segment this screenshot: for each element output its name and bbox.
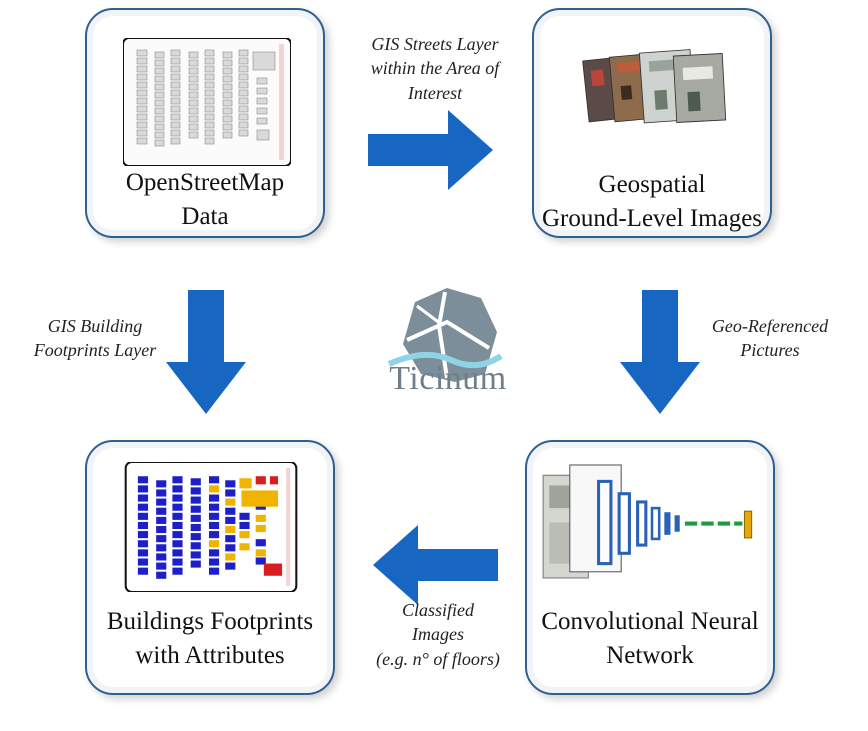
images-label-line2: Ground-Level Images bbox=[541, 204, 763, 232]
osm-label-line1: OpenStreetMap bbox=[125, 169, 285, 196]
footprints-label-line1: Buildings Footprints bbox=[106, 608, 314, 635]
cnn-label-line1: Convolutional Neural bbox=[541, 608, 759, 635]
caption-streets-line1: GIS Streets Layer bbox=[371, 34, 499, 54]
arrow-left bbox=[373, 525, 498, 605]
node-openstreetmap: OpenStreetMap Data bbox=[85, 8, 325, 238]
cnn-label-line2: Network bbox=[606, 641, 694, 669]
arrow-down-left bbox=[166, 290, 246, 414]
caption-classified-line3: (e.g. n° of floors) bbox=[376, 648, 500, 669]
caption-buildings-line2: Footprints Layer bbox=[33, 340, 157, 361]
node-building-footprints: Buildings Footprints with Attributes bbox=[85, 440, 335, 695]
osm-label: OpenStreetMap Data bbox=[87, 166, 323, 234]
caption-buildings: GIS Building Footprints Layer bbox=[20, 314, 170, 363]
arrow-right bbox=[368, 110, 493, 190]
caption-streets: GIS Streets Layer within the Area of Int… bbox=[345, 32, 525, 105]
osm-map-image bbox=[123, 38, 291, 166]
images-label-line1: Geospatial bbox=[598, 171, 706, 198]
footprints-label-line2: with Attributes bbox=[135, 641, 285, 669]
osm-label-line2: Data bbox=[181, 202, 229, 230]
caption-buildings-line1: GIS Building bbox=[47, 316, 143, 336]
caption-streets-line2: within the Area of bbox=[370, 58, 500, 79]
footprints-map-image bbox=[124, 462, 298, 592]
footprints-label: Buildings Footprints with Attributes bbox=[87, 605, 333, 673]
arrow-down-right bbox=[620, 290, 700, 414]
caption-classified-line1: Classified bbox=[401, 600, 474, 620]
ticinum-logo-text: Ticinum bbox=[389, 360, 507, 397]
caption-classified: Classified Images (e.g. n° of floors) bbox=[348, 598, 528, 671]
cnn-label: Convolutional Neural Network bbox=[527, 605, 773, 673]
street-photos-image bbox=[582, 49, 727, 124]
caption-streets-line3: Interest bbox=[407, 82, 463, 103]
caption-georef: Geo-Referenced Pictures bbox=[690, 314, 850, 363]
ticinum-logo-icon bbox=[387, 288, 503, 382]
caption-georef-line2: Pictures bbox=[740, 340, 800, 361]
cnn-diagram-image bbox=[542, 464, 753, 579]
caption-classified-line2: Images bbox=[412, 624, 464, 645]
node-cnn: Convolutional Neural Network bbox=[525, 440, 775, 695]
node-geospatial-images: Geospatial Ground-Level Images bbox=[532, 8, 772, 238]
caption-georef-line1: Geo-Referenced bbox=[711, 316, 829, 336]
images-label: Geospatial Ground-Level Images bbox=[534, 168, 770, 236]
